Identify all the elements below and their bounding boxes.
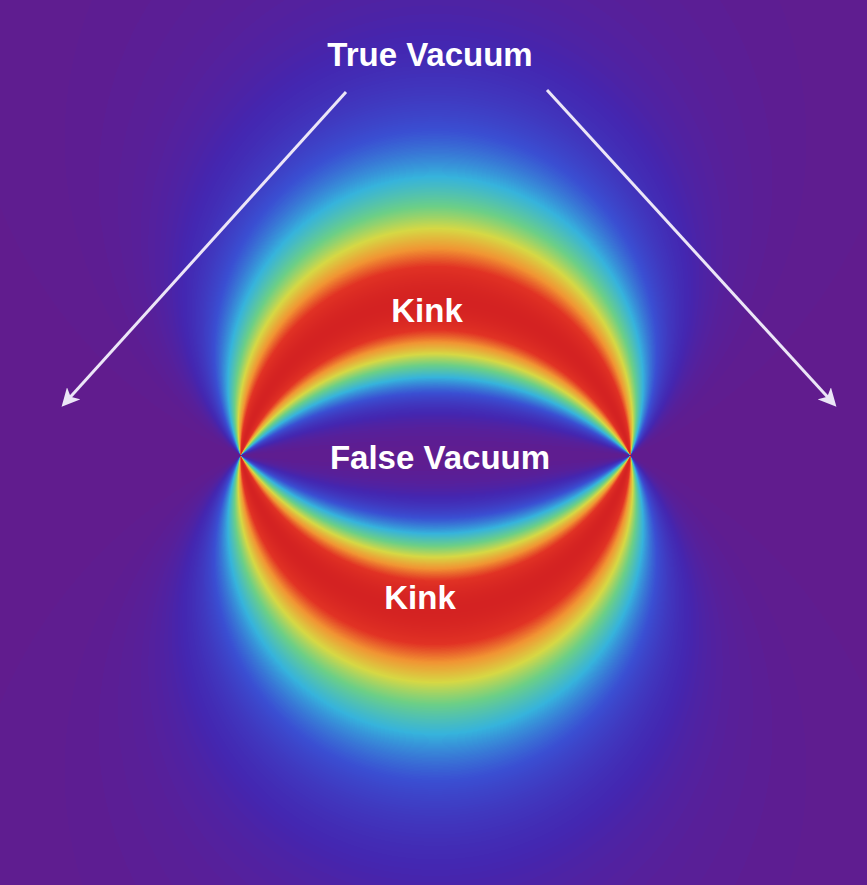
field-label: Kink: [384, 580, 456, 616]
pointer-arrow: [547, 90, 834, 404]
field-label: Kink: [391, 293, 463, 329]
pointer-arrow: [64, 92, 346, 404]
region-label: True Vacuum: [327, 37, 532, 73]
field-label: False Vacuum: [330, 440, 550, 476]
